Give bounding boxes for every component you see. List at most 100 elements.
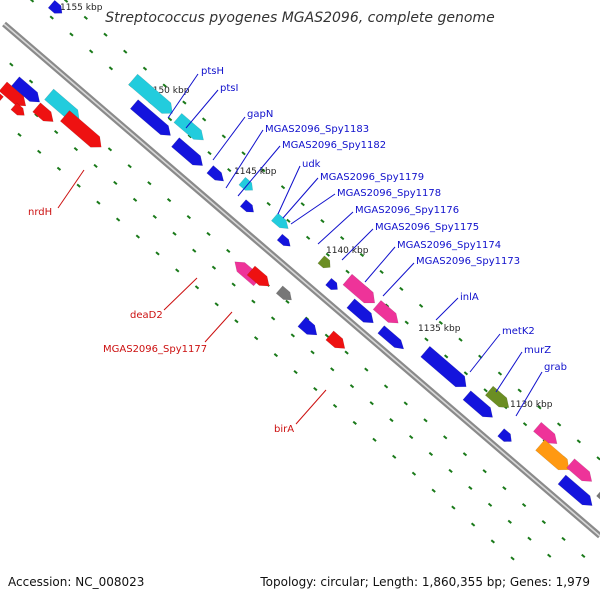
gene-arrow — [325, 330, 346, 349]
scale-label-1130: 1130 kbp — [510, 400, 553, 410]
tick-mark — [305, 235, 311, 240]
tick-mark — [273, 353, 279, 358]
tick-mark — [443, 435, 448, 440]
tick-mark — [345, 269, 350, 274]
tick-mark — [310, 350, 315, 355]
genome-backbone — [2, 21, 600, 539]
gene-label-ptsI: ptsI — [220, 83, 238, 94]
gene-label-spy1178: MGAS2096_Spy1178 — [337, 188, 441, 199]
tick-mark — [344, 350, 349, 355]
tick-mark — [69, 32, 74, 37]
gene-arrow — [10, 102, 25, 116]
tick-mark — [581, 553, 586, 558]
tick-mark — [261, 168, 266, 173]
tick-mark — [172, 231, 177, 236]
tick-mark — [253, 336, 259, 341]
tick-mark — [313, 386, 318, 392]
tick-mark — [537, 405, 542, 410]
tick-mark — [384, 303, 390, 308]
tick-mark — [192, 248, 197, 253]
tick-mark — [76, 183, 81, 188]
tick-mark — [428, 451, 434, 457]
tick-mark — [444, 354, 449, 359]
scale-label-1155: 1155 kbp — [60, 3, 103, 13]
tick-mark — [576, 439, 582, 444]
tick-mark — [403, 401, 408, 406]
gene-label-metK2: metK2 — [502, 326, 535, 337]
tick-mark — [63, 0, 69, 3]
tick-mark — [73, 146, 79, 152]
gene-label-spy1173: MGAS2096_Spy1173 — [416, 256, 520, 267]
gene-label-spy1182: MGAS2096_Spy1182 — [282, 140, 386, 151]
tick-mark — [411, 471, 417, 476]
scale-label-1145: 1145 kbp — [234, 167, 277, 177]
gene-arrow — [276, 233, 291, 247]
tick-mark — [9, 62, 14, 67]
scale-label-1140: 1140 kbp — [326, 246, 369, 256]
tick-mark — [521, 503, 527, 508]
tick-mark — [451, 505, 456, 510]
gene-arrow — [484, 385, 510, 408]
gene-label-murZ: murZ — [524, 345, 551, 356]
tick-mark — [332, 403, 338, 409]
tick-mark — [214, 302, 219, 307]
tick-mark — [194, 285, 200, 290]
tick-mark — [324, 333, 330, 338]
tick-mark — [424, 337, 429, 342]
tick-mark — [175, 268, 180, 273]
tick-mark — [280, 185, 286, 190]
gene-arrow — [32, 102, 54, 122]
tick-mark — [221, 134, 227, 139]
scale-labels: 1155 kbp 1150 kbp 1145 kbp 1140 kbp 1135… — [60, 3, 553, 410]
gene-arrow — [275, 285, 292, 301]
gene-arrow — [206, 165, 225, 182]
tick-mark — [325, 252, 331, 257]
gene-label-inlA: inlA — [460, 292, 479, 303]
gene-arrow — [238, 176, 254, 191]
tick-mark — [166, 198, 172, 203]
tick-mark — [497, 371, 503, 376]
gene-arrow — [377, 325, 405, 350]
gene-arrow — [0, 90, 4, 104]
gene-label-birA: birA — [274, 424, 294, 435]
tick-mark — [510, 556, 515, 561]
tick-mark — [211, 265, 217, 270]
tick-mark — [300, 202, 305, 207]
gene-label-spy1183: MGAS2096_Spy1183 — [265, 124, 369, 135]
tick-mark — [423, 418, 428, 423]
tick-mark — [527, 536, 532, 541]
tick-mark — [408, 434, 414, 440]
tick-mark — [458, 337, 463, 342]
tick-mark — [155, 251, 160, 256]
tick-mark — [206, 231, 211, 237]
tick-mark — [418, 303, 424, 308]
gene-arrow — [497, 428, 512, 442]
tick-mark — [231, 282, 236, 287]
tick-mark — [93, 163, 98, 169]
tick-mark — [468, 485, 473, 490]
gene-label-spy1174: MGAS2096_Spy1174 — [397, 240, 501, 251]
gene-arrow — [317, 255, 331, 269]
tick-mark — [127, 164, 132, 169]
tick-mark — [448, 468, 453, 473]
gene-label-ptsH: ptsH — [201, 66, 224, 77]
tick-mark — [123, 49, 128, 54]
gene-label-nrdH: nrdH — [28, 207, 52, 218]
tick-mark — [285, 299, 290, 304]
forward-gene-labels: ptsH ptsI gapN MGAS2096_Spy1183 MGAS2096… — [201, 66, 567, 373]
tick-mark — [286, 218, 291, 223]
gene-label-spy1176: MGAS2096_Spy1176 — [355, 205, 459, 216]
tick-mark — [207, 151, 212, 156]
tick-mark — [167, 117, 173, 122]
tick-mark — [132, 197, 138, 202]
gene-arrow — [128, 73, 173, 114]
gene-arrow — [346, 298, 374, 324]
gene-label-spy1177: MGAS2096_Spy1177 — [103, 344, 207, 355]
gene-label-spy1179: MGAS2096_Spy1179 — [320, 172, 424, 183]
tick-mark — [470, 522, 476, 527]
gene-arrow — [325, 277, 338, 290]
tick-mark — [490, 539, 495, 544]
gene-arrow — [420, 345, 467, 388]
